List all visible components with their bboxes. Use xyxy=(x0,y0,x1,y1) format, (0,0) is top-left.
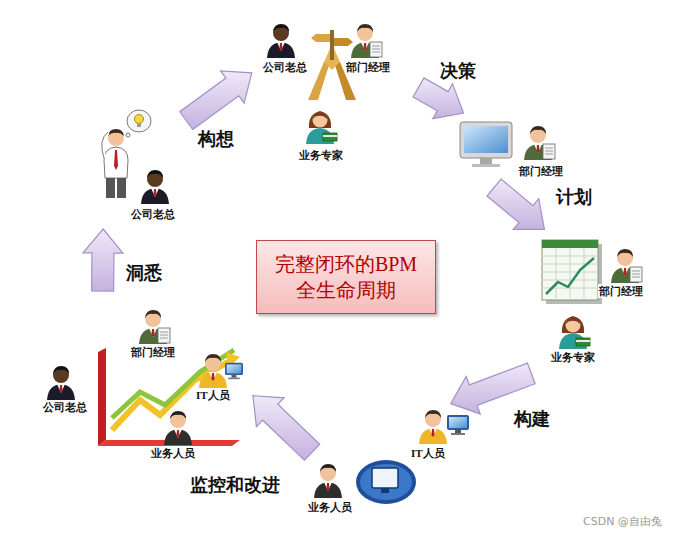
role-label: 部门经理 xyxy=(598,284,644,298)
stage-label: 构想 xyxy=(198,128,234,150)
stage-group: 部门经理业务专家 xyxy=(535,232,660,372)
role-label: 部门经理 xyxy=(518,164,564,178)
center-box: 完整闭环的BPM 全生命周期 xyxy=(256,240,436,314)
cycle-arrow xyxy=(180,71,252,130)
stage-label: 决策 xyxy=(440,60,476,82)
role-label: 业务专家 xyxy=(550,350,596,364)
stage-group: 公司老总 xyxy=(88,105,183,225)
cycle-title: 完整闭环的BPM 全生命周期 xyxy=(271,251,421,303)
cycle-arrow xyxy=(83,229,123,291)
role-label: IT人员 xyxy=(195,388,231,402)
role-label: 业务专家 xyxy=(298,148,344,162)
spreadsheet-icon xyxy=(542,240,602,304)
role-label: 业务人员 xyxy=(150,446,196,460)
monitor-emblem xyxy=(356,460,416,504)
stage-label: 构建 xyxy=(514,408,550,430)
watermark: CSDN @自由兔 xyxy=(583,514,662,529)
cycle-arrow xyxy=(413,78,463,119)
cycle-arrow xyxy=(253,396,320,461)
stage-group: 业务人员 xyxy=(300,455,425,525)
stage-label: 计划 xyxy=(556,186,592,208)
role-label: 业务人员 xyxy=(307,500,353,514)
computer-monitor xyxy=(460,122,512,167)
role-label: 部门经理 xyxy=(130,345,176,359)
growth-chart xyxy=(98,348,240,446)
thinking-man xyxy=(102,110,151,198)
stage-label: 监控和改进 xyxy=(190,474,280,496)
role-label: 部门经理 xyxy=(345,60,391,74)
role-label: 公司老总 xyxy=(262,60,308,74)
stage-group: 部门经理 xyxy=(455,115,575,185)
role-label: 公司老总 xyxy=(130,207,176,221)
role-label: 公司老总 xyxy=(42,400,88,414)
stage-group: 公司老总 部门经理业务专家 xyxy=(255,18,415,168)
stage-group: IT人员 xyxy=(395,405,475,467)
stage-label: 洞悉 xyxy=(126,262,162,284)
cycle-arrow xyxy=(487,179,544,229)
role-label: IT人员 xyxy=(410,446,446,460)
cycle-arrow xyxy=(451,363,535,414)
stage-group: 部门经理公司老总 IT人员业务人员 xyxy=(30,295,250,473)
